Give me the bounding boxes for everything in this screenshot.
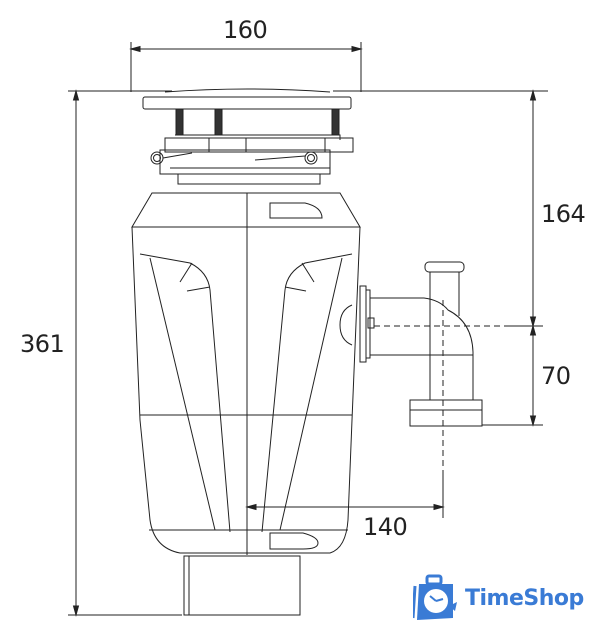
logo-text: TimeShop xyxy=(465,585,584,611)
dimension-width-160 xyxy=(129,42,363,92)
dimension-label-width: 160 xyxy=(223,16,268,44)
dimension-label-outlet-drop: 70 xyxy=(541,362,571,390)
mounting-assembly xyxy=(142,88,354,185)
dimension-label-outlet-offset: 140 xyxy=(363,513,408,541)
clock-bag-icon xyxy=(413,574,457,620)
dimension-label-total-height: 361 xyxy=(20,330,65,358)
dimension-offset-140 xyxy=(245,472,445,518)
outlet-elbow xyxy=(339,261,508,472)
dimension-height-361 xyxy=(68,89,182,617)
disposal-body xyxy=(131,192,361,616)
dimension-label-height-outlet: 164 xyxy=(541,200,586,228)
dimension-height-164-70 xyxy=(482,89,543,427)
timeshop-logo[interactable]: TimeShop xyxy=(413,574,584,622)
